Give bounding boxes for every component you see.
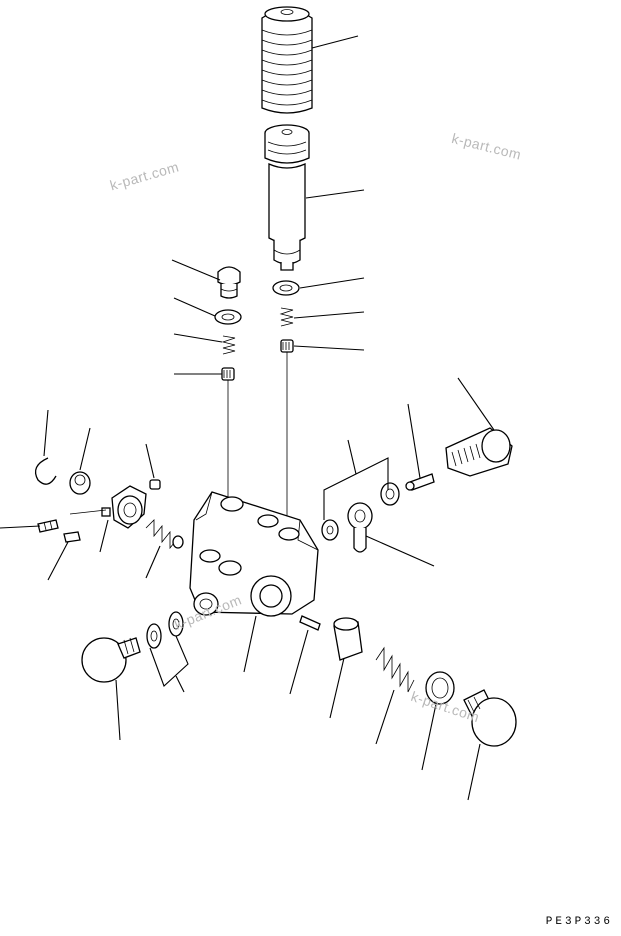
plug-bolt-left <box>81 637 141 683</box>
pump-body <box>189 491 319 617</box>
plunger-gasket <box>272 280 300 296</box>
left-valve <box>221 367 235 565</box>
lever-housing <box>69 485 147 529</box>
plunger-valve <box>280 339 294 528</box>
banjo-fitting <box>347 502 373 553</box>
small-pin-right <box>405 473 435 491</box>
plunger-spring <box>279 307 294 327</box>
left-cap <box>217 266 241 299</box>
drawing-code: PE3P336 <box>545 916 613 928</box>
gasket-right-inner <box>321 519 339 541</box>
small-dowel <box>299 615 321 631</box>
left-gasket <box>214 309 242 325</box>
small-bushing <box>69 471 91 495</box>
lower-spring <box>375 646 415 693</box>
plunger-assembly <box>264 124 310 271</box>
gasket-lower-left-1 <box>146 623 162 649</box>
piston-sleeve <box>333 617 363 661</box>
snap-ring <box>34 457 57 485</box>
banjo-bolt <box>445 427 513 477</box>
lower-gasket <box>425 671 455 705</box>
right-washer <box>380 482 400 506</box>
small-stud <box>149 479 161 490</box>
plug-bolt-right <box>463 689 517 747</box>
lever-pin <box>37 519 59 533</box>
left-spring <box>221 335 236 355</box>
lever-screw <box>63 531 81 543</box>
bellows-cap <box>261 6 313 114</box>
lever-spring <box>145 519 184 550</box>
leader-lines <box>0 35 495 801</box>
